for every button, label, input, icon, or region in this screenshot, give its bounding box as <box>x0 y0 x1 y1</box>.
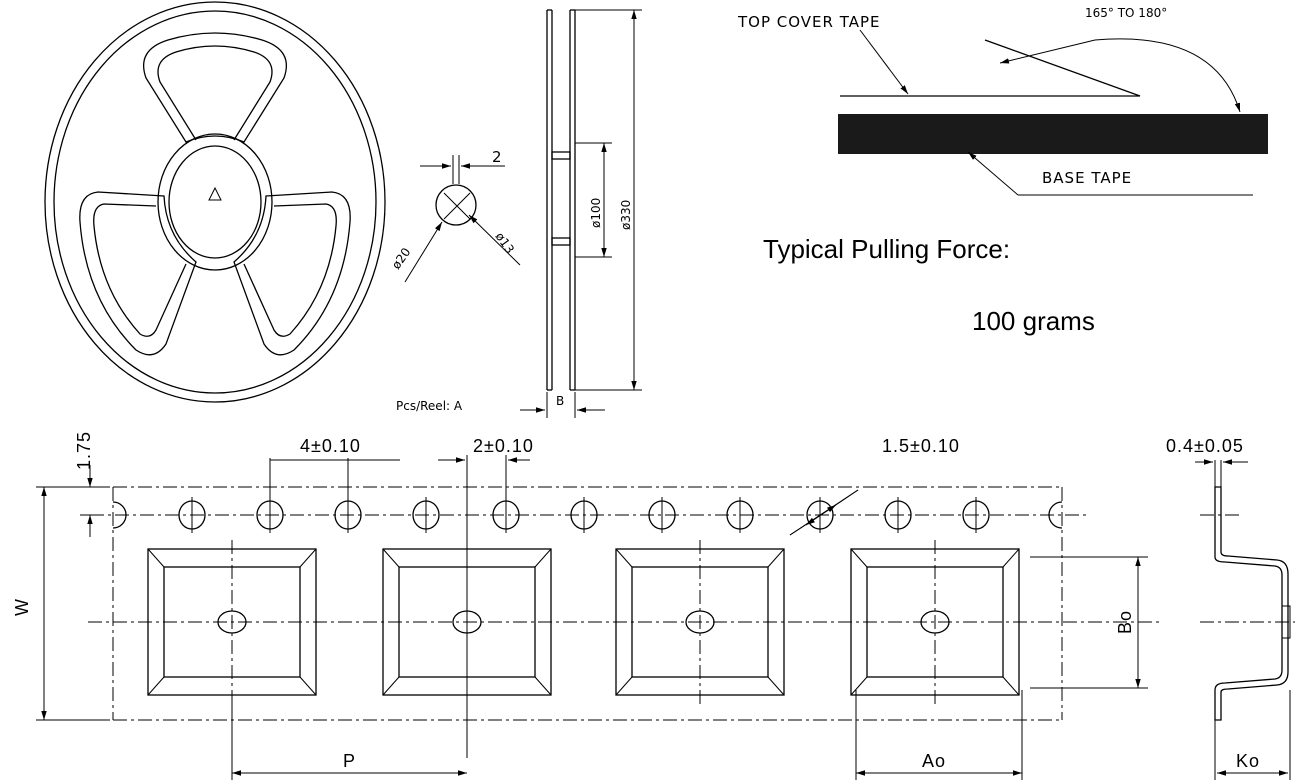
pocket-width-label: Bo <box>1115 610 1135 634</box>
reel-hub-outer <box>157 133 273 271</box>
hub-inner-dia-label: ø13 <box>493 230 517 257</box>
base-tape-label: BASE TAPE <box>1042 169 1132 187</box>
pocket-depth-label: Ko <box>1236 751 1260 771</box>
sprocket-hole <box>962 497 990 533</box>
hub-gap-label: 2 <box>492 148 503 166</box>
peel-angle-diagram: TOP COVER TAPE 165° TO 180° BASE TAPE Ty… <box>737 6 1268 336</box>
reel-width-label: B <box>556 394 564 408</box>
sprocket-hole <box>726 497 754 533</box>
hole-to-pocket-label: 2±0.10 <box>473 436 534 456</box>
reel-window-top <box>142 32 288 143</box>
sprocket-hole <box>648 497 676 533</box>
peel-angle-label: 165° TO 180° <box>1085 6 1167 20</box>
hole-dia-label: 1.5±0.10 <box>882 436 960 456</box>
reel-hub-inner <box>168 145 262 259</box>
carrier-tape-view: 1.75 W 4±0.10 2±0.10 1.5±0.10 Bo P <box>12 431 1160 780</box>
reel-window-right <box>233 191 351 356</box>
sprocket-hole <box>570 497 598 533</box>
hole-pitch-label: 4±0.10 <box>300 436 361 456</box>
sprocket-hole <box>178 497 206 533</box>
base-tape <box>838 114 1268 154</box>
reel-front-view <box>44 1 386 403</box>
sprocket-hole <box>884 497 912 533</box>
hub-outer-dia-label: ø20 <box>389 245 413 272</box>
flange-inner-dia-label: ø100 <box>589 198 603 228</box>
pocket-pitch-label: P <box>343 751 356 771</box>
reel-side-view: ø100 ø330 B Pcs/Reel: A <box>396 9 642 418</box>
reel-window-left <box>79 191 197 356</box>
carrier-tape-section: 0.4±0.05 Ko <box>1166 436 1295 780</box>
reel-inner-flange <box>53 10 377 394</box>
edge-to-hole-label: 1.75 <box>74 431 94 470</box>
sprocket-holes <box>178 497 990 533</box>
sprocket-hole <box>412 497 440 533</box>
component-pocket <box>850 540 1020 705</box>
hub-circle <box>435 184 477 226</box>
tape-profile <box>1214 486 1289 721</box>
thickness-label: 0.4±0.05 <box>1166 436 1244 456</box>
tape-width-label: W <box>12 598 32 616</box>
pulling-force-value: 100 grams <box>972 306 1095 336</box>
top-cover-tape-label: TOP COVER TAPE <box>737 13 881 31</box>
hub-detail: 2 ø20 ø13 <box>389 148 521 283</box>
flange-outer-dia-label: ø330 <box>619 200 633 230</box>
reel-center-key <box>208 186 222 201</box>
pocket-length-label: Ao <box>922 751 946 771</box>
component-pocket <box>615 540 785 705</box>
pcs-per-reel-label: Pcs/Reel: A <box>396 399 463 413</box>
reel-outer-flange <box>44 1 386 403</box>
pulling-force-label: Typical Pulling Force: <box>763 234 1010 264</box>
